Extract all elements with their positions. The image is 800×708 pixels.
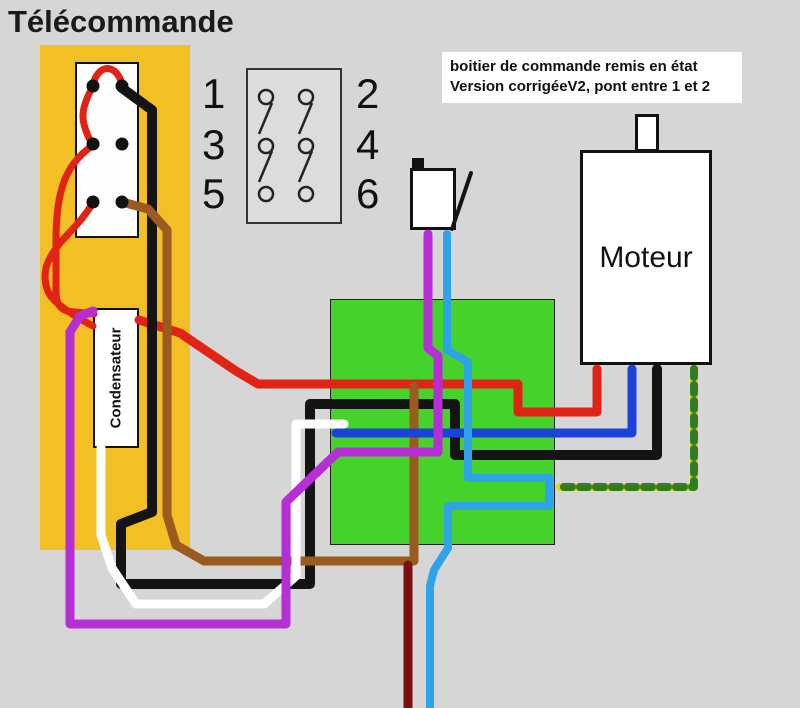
junction-box: [330, 299, 555, 545]
limit-switch-pivot: [412, 158, 424, 168]
annotation-note: boitier de commande remis en état Versio…: [442, 52, 742, 103]
annotation-line-1: boitier de commande remis en état: [450, 58, 698, 75]
wire-earth-base: [556, 365, 698, 491]
motor-label: Moteur: [599, 240, 693, 274]
capacitor-label: Condensateur: [107, 327, 125, 429]
terminal-number-1: 1: [202, 70, 226, 117]
page-title: Télécommande: [8, 4, 234, 39]
annotation-line-2: Version corrigéeV2, pont entre 1 et 2: [450, 78, 711, 96]
motor-shaft: [635, 114, 659, 152]
wire-earth-stripe: [556, 365, 698, 491]
motor-box: Moteur: [580, 150, 712, 365]
terminal-number-6: 6: [356, 170, 380, 217]
switch-symbol-box: [246, 68, 342, 224]
limit-switch-box: [410, 168, 456, 230]
terminal-number-2: 2: [356, 70, 380, 117]
capacitor-box: Condensateur: [93, 308, 139, 448]
terminal-number-4: 4: [356, 121, 380, 168]
terminal-number-5: 5: [202, 170, 226, 217]
terminal-number-3: 3: [202, 121, 226, 168]
remote-terminal-block: [75, 62, 139, 238]
